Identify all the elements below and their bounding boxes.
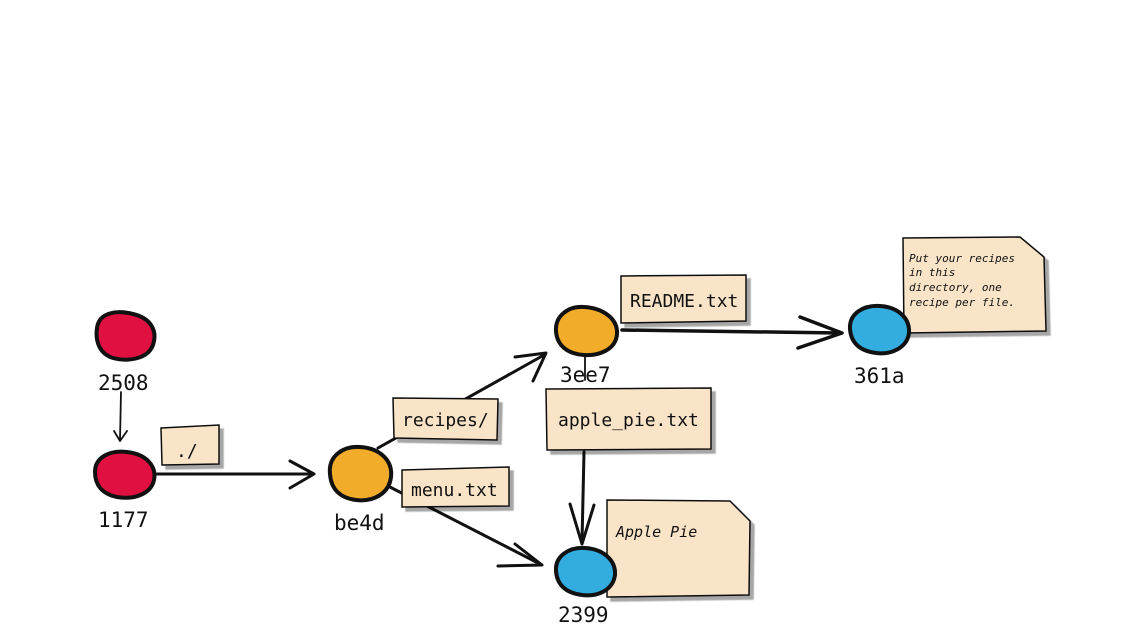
tree-node-be4d: be4d [327, 444, 394, 535]
commit-id-label: 1177 [98, 508, 149, 532]
commit-circle [92, 449, 157, 500]
edge-label-recipes: recipes/ [392, 397, 499, 441]
blob-id-label: 2399 [558, 603, 609, 627]
edge-1177-to-be4d [155, 459, 316, 490]
edge-label-readme: README.txt [620, 274, 747, 324]
note-readme-content: Put your recipes in this directory, one … [902, 236, 1047, 334]
note-readme-line-2: in this [909, 266, 955, 279]
tree-id-label: be4d [334, 511, 385, 535]
tree-id-label: 3ee7 [560, 363, 611, 387]
edge-2508-to-1177 [113, 391, 128, 442]
commit-circle [94, 310, 157, 362]
commit-node-1177: 1177 [92, 449, 157, 532]
edge-label-apple-pie-text: apple_pie.txt [558, 410, 699, 431]
tree-circle [327, 444, 394, 503]
tree-node-3ee7: 3ee7 [553, 304, 619, 387]
commit-node-2508: 2508 [94, 310, 157, 395]
note-readme-line-4: recipe per file. [909, 296, 1015, 309]
note-apple-pie-text: Apple Pie [615, 523, 697, 541]
commit-id-label: 2508 [98, 371, 149, 395]
blob-node-361a: 361a [848, 303, 912, 388]
edge-label-recipes-text: recipes/ [402, 410, 489, 431]
edge-label-root-text: ./ [176, 441, 198, 462]
edge-label-menu-text: menu.txt [411, 480, 498, 501]
note-readme-line-1: Put your recipes [909, 252, 1015, 265]
note-apple-pie-content: Apple Pie [606, 499, 751, 598]
edge-label-root: ./ [160, 424, 220, 466]
edge-label-menu: menu.txt [401, 466, 510, 508]
tree-circle [553, 304, 619, 358]
blob-node-2399: 2399 [554, 545, 618, 627]
note-readme-line-3: directory, one [909, 281, 1002, 294]
edge-label-readme-text: README.txt [630, 291, 738, 312]
blob-circle [848, 303, 912, 356]
blob-id-label: 361a [854, 364, 905, 388]
blob-circle [554, 545, 618, 598]
edge-3ee7-to-361a [620, 315, 844, 350]
edge-label-apple-pie: apple_pie.txt [545, 387, 712, 451]
edge-3ee7-to-2399 [568, 355, 596, 546]
